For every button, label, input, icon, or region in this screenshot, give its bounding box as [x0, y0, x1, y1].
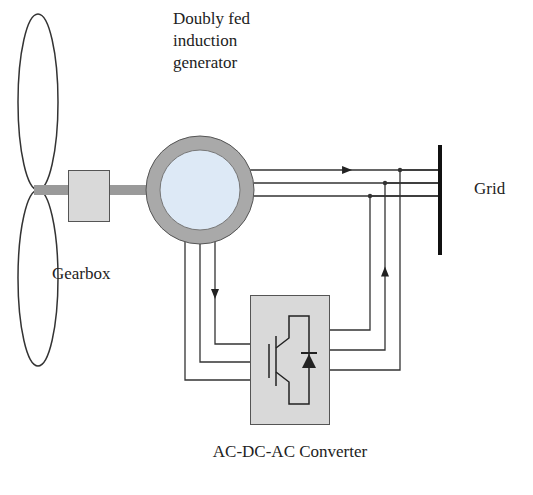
grid-bus-bar: [438, 145, 442, 255]
node-label: Gearbox: [52, 263, 148, 285]
grid-node: Grid: [430, 140, 530, 260]
gearbox-box: [68, 170, 110, 222]
wire-connector: [110, 185, 148, 195]
node-label: Doubly fed induction generator: [173, 8, 273, 74]
rotor-blade: [18, 14, 58, 190]
node-label: Grid: [474, 178, 528, 200]
gearbox-node: Gearbox: [50, 168, 150, 293]
converter-node: AC-DC-AC Converter: [200, 293, 380, 473]
generator-node: Doubly fed induction generator: [145, 8, 265, 248]
wire-connector: [185, 242, 250, 380]
generator-symbol: [145, 135, 255, 245]
converter-box: [250, 295, 330, 425]
wire-connector: [330, 168, 438, 370]
igbt-diode-symbol: [251, 296, 329, 424]
node-label: AC-DC-AC Converter: [200, 441, 380, 463]
